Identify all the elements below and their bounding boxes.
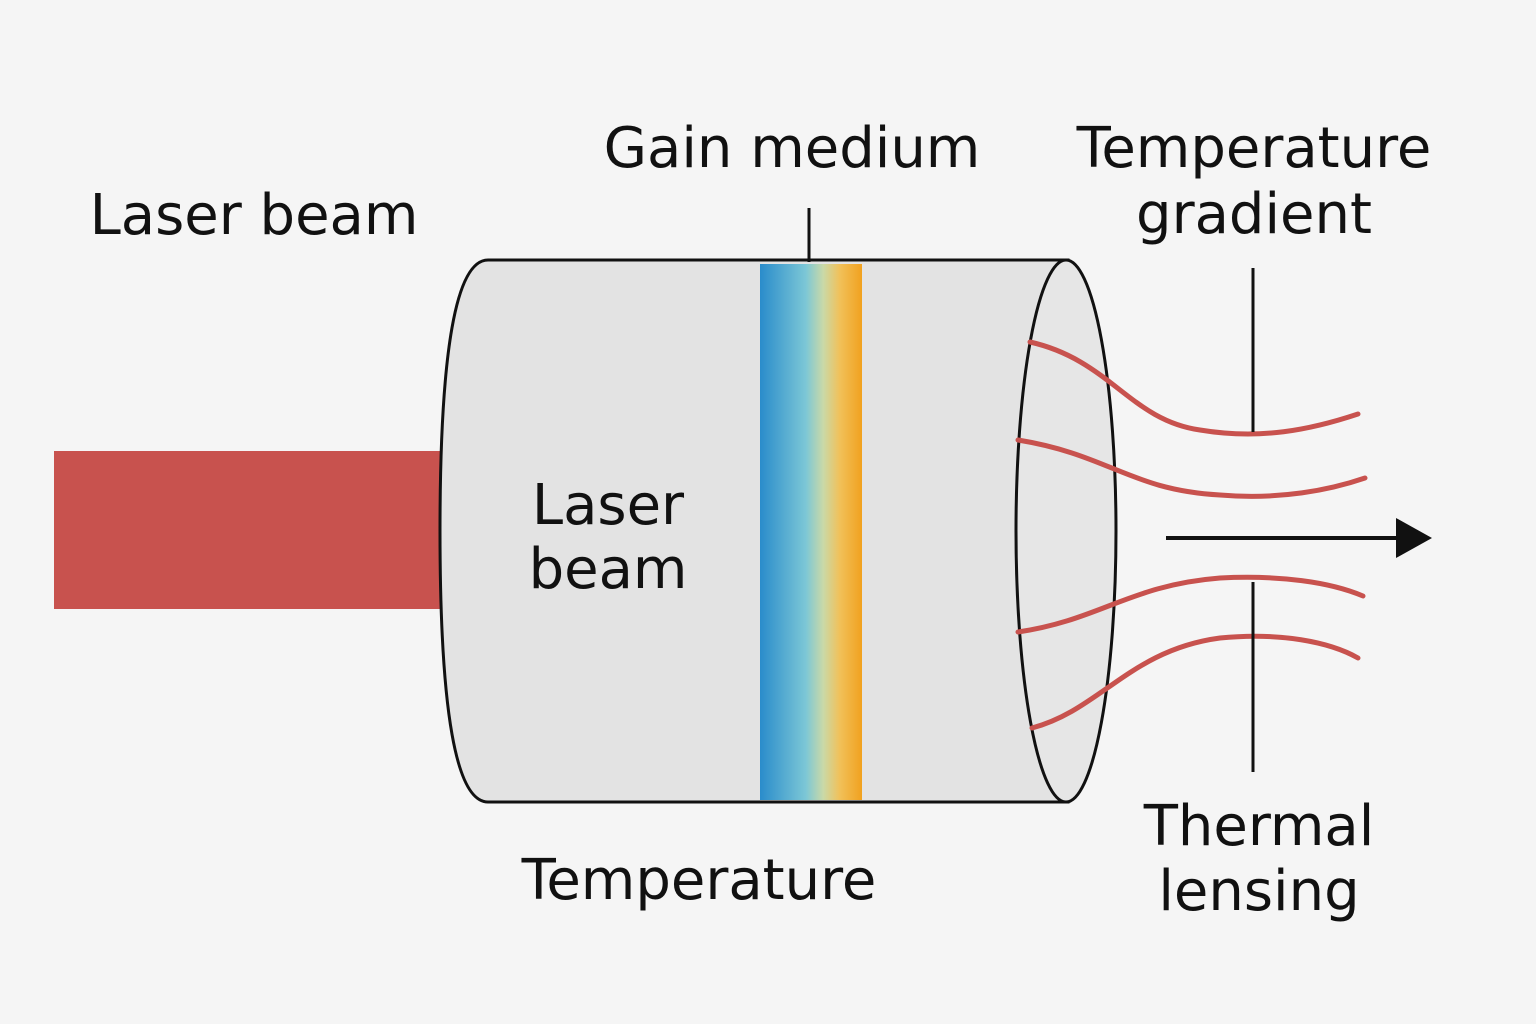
cylinder-end-face <box>1014 258 1118 804</box>
lensing-ray-4 <box>1029 633 1361 731</box>
lensing-ray-3 <box>1015 574 1366 635</box>
output-arrow-head <box>1396 518 1432 558</box>
temperature-gradient-label-line2: gradient <box>1136 182 1372 247</box>
temperature-label: Temperature <box>521 848 877 913</box>
inner-laser-beam-label-line1: Laser <box>532 473 685 538</box>
gain-medium-label: Gain medium <box>604 116 981 181</box>
gain-medium-cylinder <box>438 258 1070 804</box>
temperature-gradient-label-line1: Temperature <box>1076 116 1432 181</box>
lensing-ray-1 <box>1027 339 1361 437</box>
thermal-lensing-label-line2: lensing <box>1158 859 1359 924</box>
thermal-lensing-label-line1: Thermal <box>1143 794 1375 859</box>
inner-laser-beam-label-line2: beam <box>529 537 688 602</box>
lensing-ray-2 <box>1015 437 1368 499</box>
incoming-laser-beam <box>54 451 446 609</box>
thermal-lensing-rays <box>1015 339 1368 731</box>
laser-beam-label: Laser beam <box>90 183 419 248</box>
temperature-gradient-band <box>760 264 862 800</box>
